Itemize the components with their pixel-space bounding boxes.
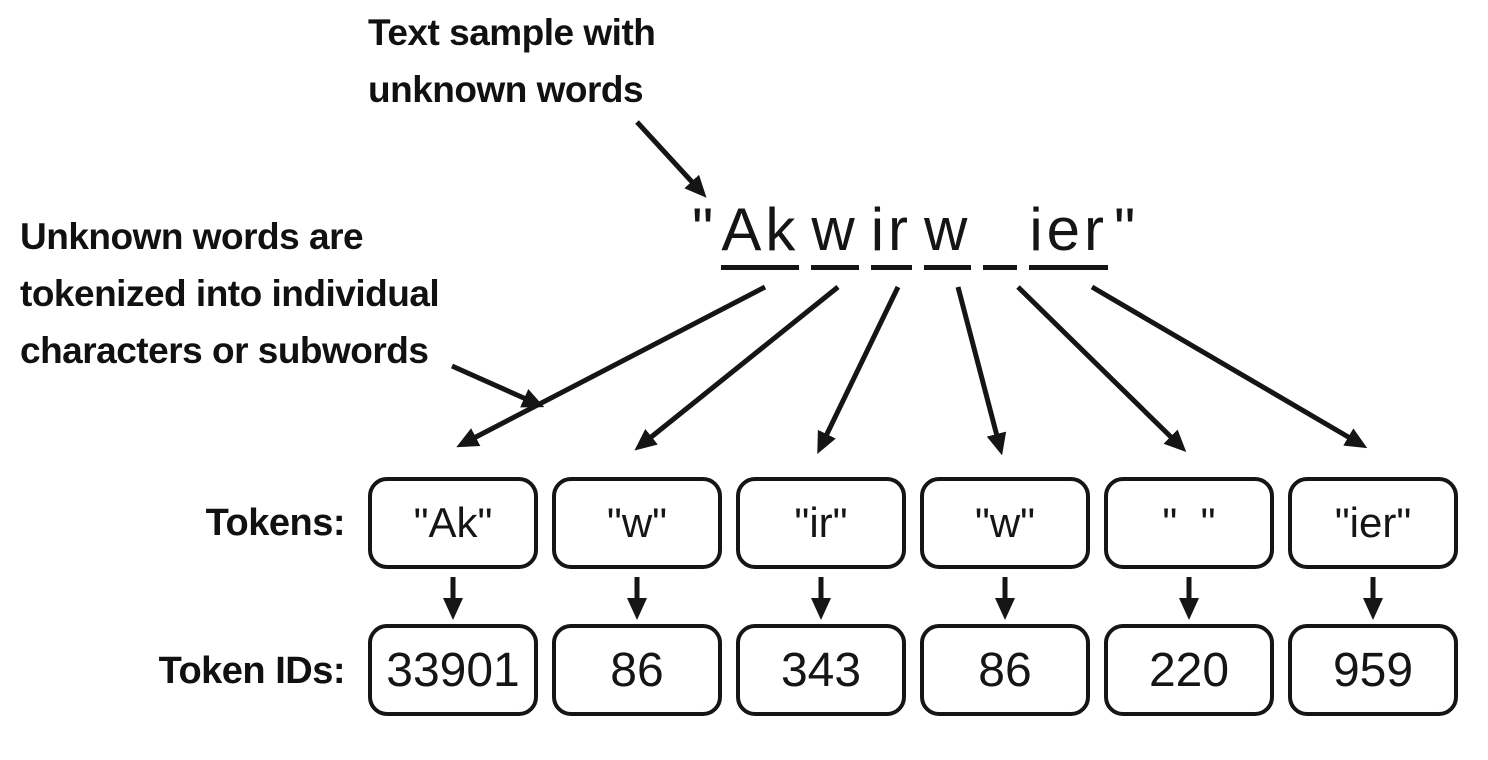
sample-segment-w2: w [924, 200, 972, 270]
arrow-segment-3-to-token [817, 285, 901, 455]
token-box: "w" [552, 477, 722, 569]
sample-segment-w1: w [811, 200, 859, 270]
tokens-row: "Ak" "w" "ir" "w" " " "ier" [368, 477, 1458, 569]
sample-segment-ak: Ak [721, 200, 800, 270]
tokens-label: Tokens: [205, 502, 346, 544]
arrow-left-annotation [450, 363, 545, 408]
arrow-segment-5-to-token [1016, 285, 1187, 453]
sample-segment-ir: ir [870, 200, 912, 270]
arrow-segment-4-to-token [955, 286, 1007, 456]
token-id-box: 220 [1104, 624, 1274, 716]
token-id-box: 959 [1288, 624, 1458, 716]
annotation-text-sample: Text sample with unknown words [368, 4, 656, 118]
arrow-segment-6-to-token [1090, 284, 1368, 449]
annotation-line: unknown words [368, 69, 644, 110]
annotation-line: Text sample with [368, 12, 656, 53]
token-box: "w" [920, 477, 1090, 569]
token-id-box: 86 [920, 624, 1090, 716]
annotation-unknown-words: Unknown words are tokenized into individ… [20, 208, 440, 379]
arrow-top-annotation [635, 120, 707, 198]
token-box: "ir" [736, 477, 906, 569]
token-ids-label: Token IDs: [158, 650, 346, 692]
token-id-box: 33901 [368, 624, 538, 716]
token-id-box: 343 [736, 624, 906, 716]
arrow-segment-2-to-token [634, 285, 840, 451]
annotation-line: characters or subwords [20, 330, 429, 371]
token-box: " " [1104, 477, 1274, 569]
sample-segment-ier: ier [1029, 200, 1109, 270]
open-quote: " [692, 196, 716, 263]
token-box: "Ak" [368, 477, 538, 569]
annotation-line: Unknown words are [20, 216, 364, 257]
close-quote: " [1114, 196, 1138, 263]
token-box: "ier" [1288, 477, 1458, 569]
annotation-line: tokenized into individual [20, 273, 440, 314]
token-ids-row: 33901 86 343 86 220 959 [368, 624, 1458, 716]
sample-segment-space [983, 200, 1018, 270]
arrow-segment-1-to-token [456, 284, 767, 448]
token-id-box: 86 [552, 624, 722, 716]
